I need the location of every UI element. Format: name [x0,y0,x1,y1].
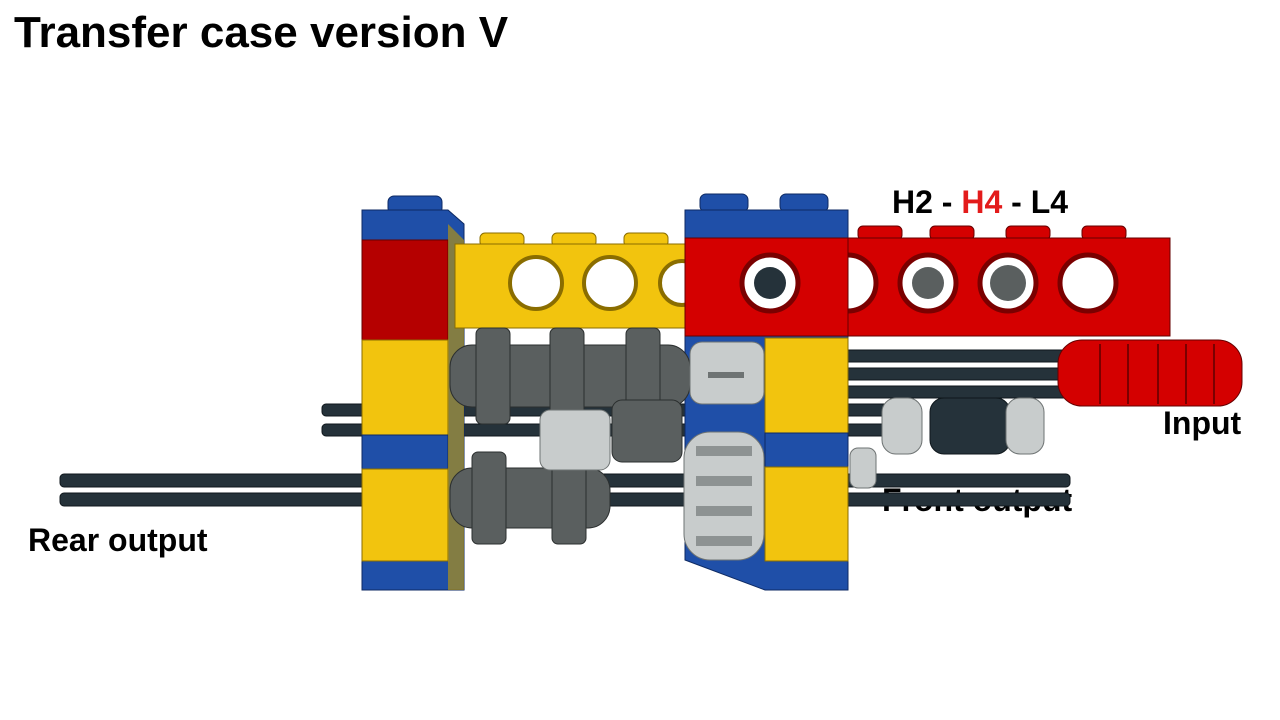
idler-gear [683,431,765,561]
lower-gear-cluster [449,399,683,545]
mode-sep-1: - [932,184,962,220]
yellow-beam [454,232,706,329]
page-title: Transfer case version V [14,8,509,57]
mode-h4-active: H4 [961,184,1003,220]
front-pillar [684,193,849,591]
front-output-coupler [849,397,1045,489]
rear-pillar [361,195,465,591]
rear-output-label: Rear output [28,522,208,558]
mode-selector-label: H2 - H4 - L4 [892,184,1068,221]
mode-l4: L4 [1030,184,1069,220]
input-coupler [1057,339,1243,407]
input-label: Input [1163,405,1242,441]
mode-sep-2: - [1002,184,1031,220]
mode-h2: H2 [892,184,933,220]
